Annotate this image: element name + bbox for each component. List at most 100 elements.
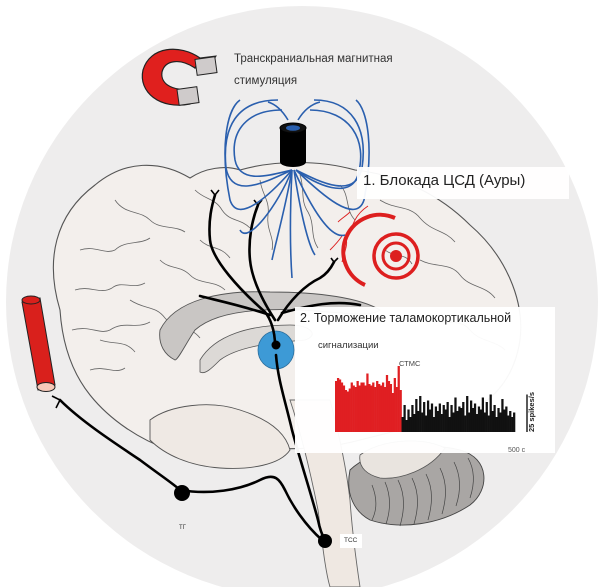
stms-annotation: СТМС	[399, 359, 421, 368]
time-scale-label: 500 с	[508, 447, 526, 454]
thalamocortical-subtitle: сигнализации	[318, 340, 379, 351]
bar-pre-stim	[358, 385, 361, 432]
bar-post-stim	[413, 414, 416, 432]
tms-coil-icon	[279, 122, 307, 167]
csd-label-box	[357, 167, 569, 199]
nerve-terminals	[51, 189, 339, 409]
bar-pre-stim	[336, 378, 340, 432]
bar-pre-stim	[344, 390, 348, 432]
bar-pre-stim	[378, 384, 381, 432]
bar-pre-stim	[380, 385, 383, 432]
bar-pre-stim	[372, 382, 375, 432]
bar-post-stim	[417, 411, 420, 432]
bar-pre-stim	[370, 385, 373, 432]
bar-pre-stim	[376, 381, 379, 432]
bar-post-stim	[471, 408, 475, 432]
bar-post-stim	[403, 405, 406, 432]
bar-post-stim	[407, 409, 410, 432]
bar-post-stim	[466, 396, 469, 432]
tcc-label-box	[340, 534, 362, 548]
bar-post-stim	[446, 402, 449, 432]
csd-scribble	[329, 205, 369, 263]
bar-pre-stim	[354, 387, 357, 432]
tcc-node	[318, 534, 332, 548]
bar-post-stim	[421, 412, 424, 432]
bar-pre-stim	[387, 381, 391, 432]
bar-post-stim	[456, 411, 459, 432]
bar-post-stim	[405, 420, 408, 432]
bar-post-stim	[491, 411, 494, 432]
bar-pre-stim	[348, 388, 351, 432]
trigeminal-ganglion	[174, 485, 190, 501]
bar-post-stim	[479, 409, 483, 432]
bar-post-stim	[503, 409, 506, 432]
bar-pre-stim	[383, 387, 387, 432]
temporal-lobe	[149, 404, 291, 469]
bar-pre-stim	[346, 391, 349, 432]
bar-pre-stim	[356, 381, 359, 432]
bar-post-stim	[513, 412, 516, 432]
bar-post-stim	[483, 412, 486, 432]
csd-label: 1. Блокада ЦСД (Ауры)	[363, 172, 526, 189]
bar-post-stim	[409, 417, 412, 432]
thalamocortical-title: 2. Торможение таламокортикальной	[300, 311, 512, 325]
bar-post-stim	[468, 412, 471, 432]
tcc-label: ТСС	[344, 537, 358, 544]
bar-post-stim	[434, 406, 438, 432]
thalamus-node	[271, 340, 281, 350]
bar-post-stim	[454, 397, 457, 432]
tms-label: Транскраниальная магнитная стимуляция	[234, 48, 393, 92]
bar-post-stim	[458, 406, 461, 432]
bar-post-stim	[495, 417, 498, 432]
bar-post-stim	[481, 397, 484, 432]
bar-pre-stim	[350, 382, 353, 432]
bar-post-stim	[462, 402, 465, 432]
bar-post-stim	[477, 406, 481, 432]
horseshoe-magnet-icon	[141, 48, 218, 106]
spike-histogram	[335, 366, 528, 432]
neural-pathways	[58, 193, 362, 542]
bar-post-stim	[501, 399, 504, 432]
tms-label-line2: стимуляция	[234, 75, 298, 87]
bar-post-stim	[442, 405, 445, 432]
bar-post-stim	[430, 403, 434, 432]
bar-post-stim	[428, 409, 432, 432]
bar-post-stim	[489, 394, 492, 432]
bar-post-stim	[436, 411, 439, 432]
bar-post-stim	[426, 400, 430, 432]
bar-post-stim	[511, 417, 514, 432]
bar-post-stim	[473, 403, 477, 432]
bar-pre-stim	[342, 385, 346, 432]
bar-pre-stim	[366, 373, 369, 432]
bar-pre-stim	[335, 381, 338, 432]
bar-post-stim	[507, 415, 510, 432]
bar-pre-stim	[338, 379, 342, 432]
bar-post-stim	[509, 411, 512, 432]
bar-pre-stim	[391, 393, 394, 432]
bar-post-stim	[432, 417, 436, 432]
bar-pre-stim	[395, 387, 398, 432]
bar-pre-stim	[362, 382, 365, 432]
blood-vessel-icon	[21, 295, 56, 392]
bar-pre-stim	[385, 375, 389, 432]
bar-pre-stim	[368, 384, 371, 432]
bar-post-stim	[411, 405, 414, 432]
bar-post-stim	[464, 415, 467, 432]
bar-post-stim	[440, 414, 443, 432]
bar-pre-stim	[389, 384, 393, 432]
rate-scale-label: 25 spikes/s	[527, 392, 536, 432]
bar-pre-stim	[352, 385, 355, 432]
bar-post-stim	[415, 399, 418, 432]
bar-pre-stim	[397, 366, 400, 432]
bar-post-stim	[401, 417, 404, 432]
bar-post-stim	[460, 408, 463, 432]
bar-post-stim	[497, 408, 500, 432]
bar-post-stim	[438, 403, 441, 432]
bar-post-stim	[448, 417, 451, 432]
bar-pre-stim	[381, 382, 385, 432]
bar-post-stim	[423, 402, 426, 432]
bar-pre-stim	[374, 387, 377, 432]
bar-post-stim	[505, 406, 508, 432]
bar-post-stim	[450, 405, 453, 432]
bar-pre-stim	[393, 378, 396, 432]
